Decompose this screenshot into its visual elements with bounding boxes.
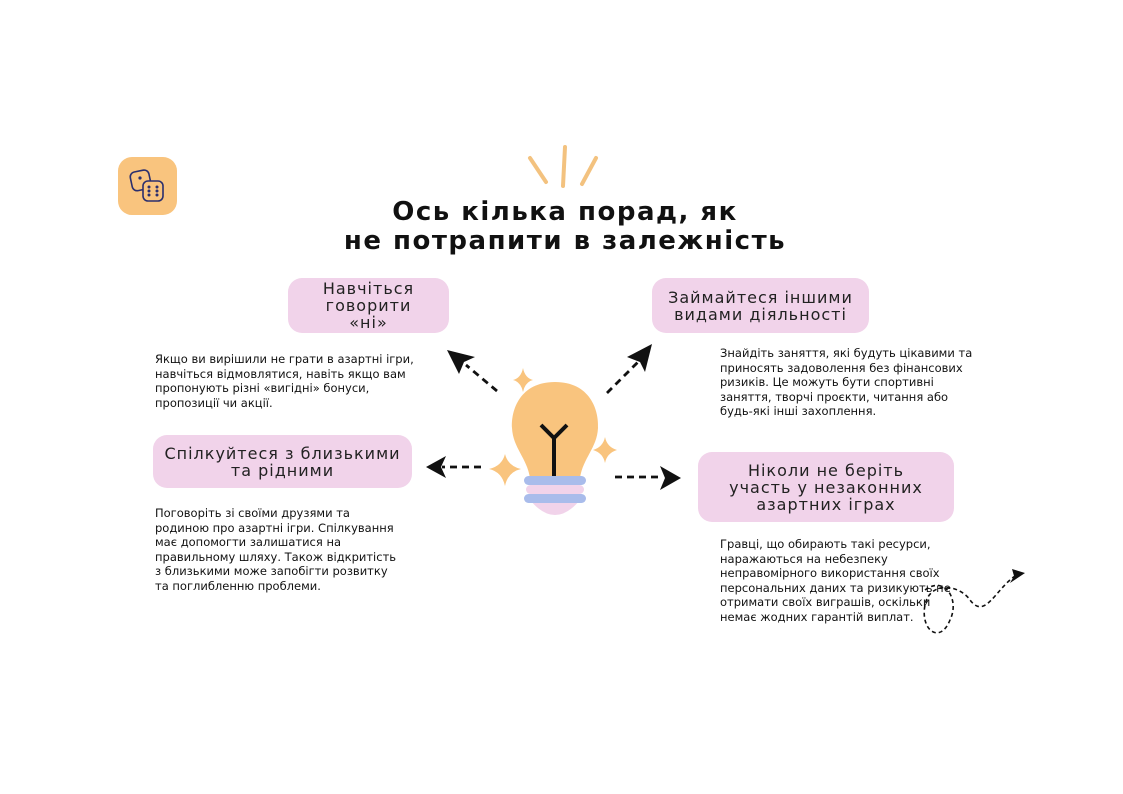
tip-heading-illegal-gambling: Ніколи не беріть участь у незаконних аза… — [698, 452, 954, 522]
rays-icon — [528, 145, 598, 188]
tip-heading-say-no: Навчіться говорити «ні» — [288, 278, 449, 333]
tip-heading-text: Спілкуйтеся з близькими та рідними — [164, 443, 401, 480]
tip-heading-text: Навчіться говорити «ні» — [322, 279, 415, 332]
tip-heading-talk-to-family: Спілкуйтеся з близькими та рідними — [153, 435, 412, 488]
tip-text-illegal-gambling: Гравці, що обирають такі ресурси, наража… — [720, 537, 951, 624]
title-line-2: не потрапити в залежність — [343, 226, 787, 256]
tip-heading-text: Ніколи не беріть участь у незаконних аза… — [729, 460, 923, 514]
tip-text-say-no: Якщо ви вирішили не грати в азартні ігри… — [155, 352, 414, 410]
sparkle-icon — [489, 368, 617, 486]
tip-text-other-activities: Знайдіть заняття, які будуть цікавими та… — [720, 346, 973, 419]
arrowheads — [426, 344, 681, 490]
lightbulb-icon — [511, 382, 599, 515]
dice-icon — [118, 157, 177, 215]
tip-heading-text: Займайтеся іншими видами діяльності — [668, 287, 853, 324]
squiggle-arrow-icon — [923, 569, 1025, 634]
arrow-icon — [442, 361, 660, 479]
title-line-1: Ось кілька порад, як — [392, 197, 738, 227]
tip-text-talk-to-family: Поговоріть зі своїми друзями та родиною … — [155, 506, 397, 593]
tip-heading-other-activities: Займайтеся іншими видами діяльності — [652, 278, 869, 333]
page-title: Ось кілька порад, як не потрапити в зале… — [265, 198, 865, 256]
